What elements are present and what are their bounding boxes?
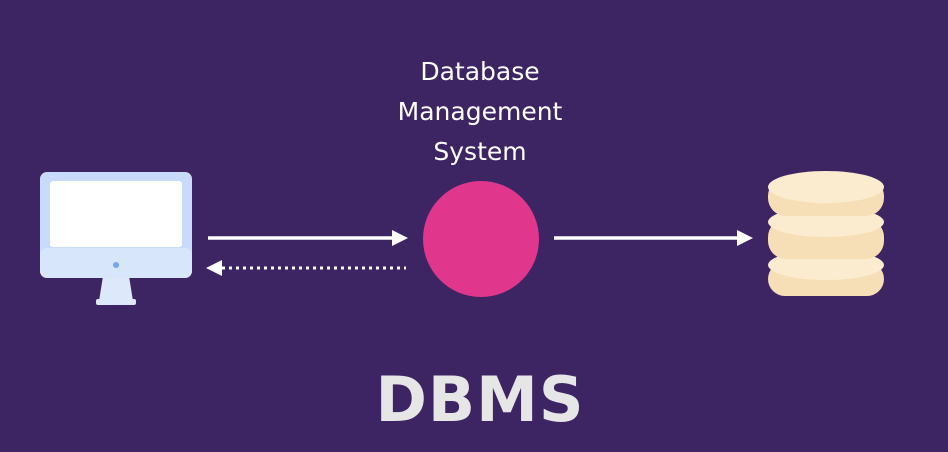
computer-monitor-icon (40, 172, 192, 305)
arrow-dbms-to-database (554, 230, 753, 246)
dbms-node (423, 181, 539, 297)
arrow-head-right-icon (737, 230, 753, 246)
power-light-icon (113, 262, 119, 268)
diagram-title: DBMS (375, 363, 585, 436)
dbms-label-line-3: System (433, 137, 527, 166)
arrow-dbms-to-client (206, 260, 406, 276)
dbms-label: Database Management System (330, 52, 630, 172)
arrow-head-left-icon (206, 260, 222, 276)
dbms-label-line-1: Database (420, 57, 540, 86)
database-stack-icon (768, 171, 884, 296)
monitor-screen (50, 181, 182, 247)
arrow-head-right-icon (392, 230, 408, 246)
arrow-client-to-dbms (208, 230, 408, 246)
dbms-label-line-2: Management (397, 97, 563, 126)
monitor-base (96, 299, 136, 305)
